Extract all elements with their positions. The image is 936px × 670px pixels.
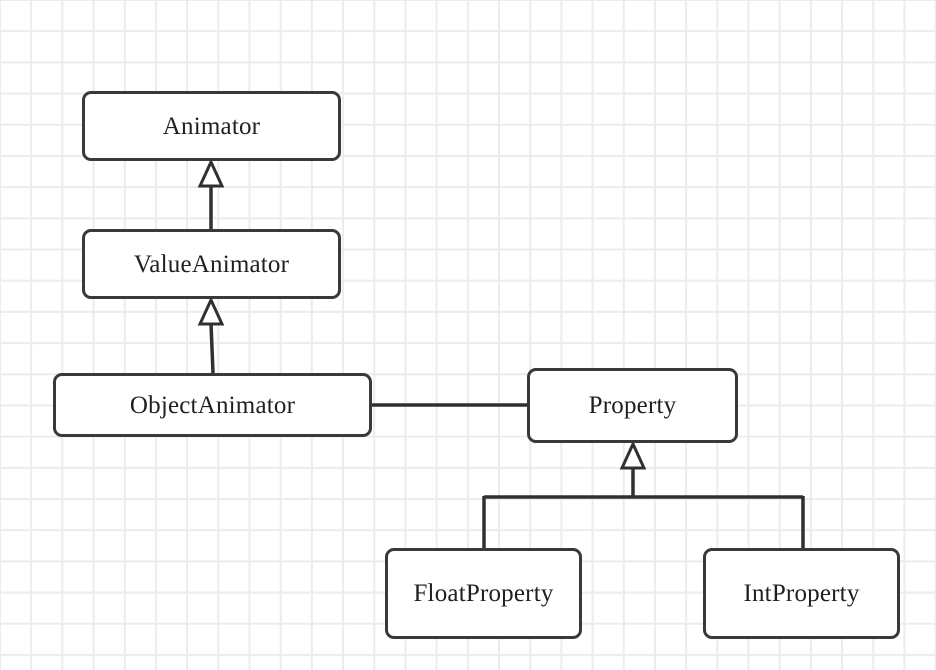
class-node-int-property[interactable]: IntProperty [703, 548, 900, 639]
hollow-triangle-icon [197, 296, 225, 326]
edge-value-animator-extends-animator [197, 158, 225, 229]
class-node-label: ValueAnimator [133, 250, 290, 278]
class-node-label: ObjectAnimator [129, 391, 296, 419]
edge-properties-extend-property [482, 440, 805, 548]
class-node-property[interactable]: Property [527, 368, 738, 443]
class-node-float-property[interactable]: FloatProperty [385, 548, 582, 639]
hollow-triangle-icon [197, 158, 225, 188]
class-node-label: Animator [162, 112, 261, 140]
class-node-object-animator[interactable]: ObjectAnimator [53, 373, 372, 437]
class-node-value-animator[interactable]: ValueAnimator [82, 229, 341, 299]
hollow-triangle-icon [619, 440, 647, 470]
generalization-stem [209, 323, 215, 374]
class-node-label: Property [588, 392, 677, 419]
edge-object-animator-extends-value-animator [197, 296, 225, 374]
class-node-label: FloatProperty [413, 580, 554, 607]
class-node-animator[interactable]: Animator [82, 91, 341, 161]
class-node-label: IntProperty [743, 580, 860, 607]
